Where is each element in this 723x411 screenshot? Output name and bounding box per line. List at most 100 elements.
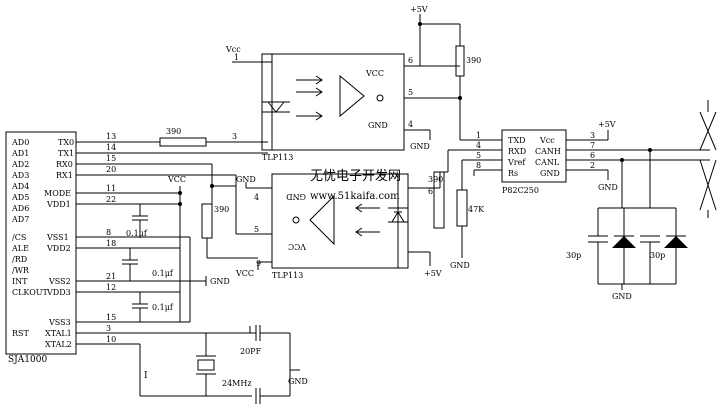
pin-ad1: AD1 (11, 149, 29, 158)
pin-num-rx1: 20 (106, 165, 116, 174)
pin-num-rx0: 15 (106, 154, 116, 163)
cap-01-3: 0.1μf (152, 303, 174, 312)
pin-vdd1: VDD1 (46, 200, 71, 209)
tlp113-top-gnd-label: GND (410, 142, 430, 151)
pca-p5v: +5V (598, 120, 616, 129)
pca-rs: Rs (508, 169, 518, 178)
tlp113-top-pin4: 4 (408, 120, 413, 129)
sja-vcc-label: VCC (167, 175, 186, 184)
pca-rxd: RXD (508, 147, 526, 156)
tlp113-bottom-vcc-label: VCC (235, 269, 254, 278)
tlp113-top-name: TLP113 (262, 153, 293, 162)
tlp113-top-pin1: 1 (234, 53, 239, 62)
tlp113-top-vcc-input: Vcc (225, 45, 241, 54)
pin-ad7: AD7 (11, 215, 29, 224)
tlp113-bottom-p5v: +5V (424, 269, 442, 278)
top-pullup-value: 390 (466, 56, 481, 65)
tlp113-bottom-name: TLP113 (272, 271, 303, 280)
pca-pin2: 2 (590, 161, 595, 170)
pin-num-vss1: 8 (106, 228, 111, 237)
pin-ad0: AD0 (11, 138, 29, 147)
protect-gnd: GND (612, 292, 632, 301)
pin-xtal2: XTAL2 (45, 340, 72, 349)
pca-gnd: GND (540, 169, 560, 178)
cap-20pf: 20PF (240, 347, 262, 356)
pin-clkout: CLKOUT (12, 288, 48, 297)
pin-vss1: VSS1 (46, 233, 69, 242)
pca-gnd-label: GND (598, 183, 618, 192)
tlp113-bottom-pin4: 4 (254, 193, 259, 202)
pin-num-vdd1: 22 (106, 195, 116, 204)
pin-vss3: VSS3 (48, 318, 71, 327)
pca-pin7: 7 (590, 141, 595, 150)
tlp113-top-pin5: 5 (408, 88, 413, 97)
pin-tx1: TX1 (58, 149, 74, 158)
pin-num-xtal1: 3 (106, 324, 111, 333)
pin-num-xtal2: 10 (106, 335, 116, 344)
sja-decoupling: VCC 0.1μf 0.1μf 0.1μf GND (122, 175, 230, 322)
tlp113-bottom-pin6: 6 (428, 187, 433, 196)
cap-30p-left: 30p (566, 251, 581, 260)
pca-pin5: 5 (476, 151, 481, 160)
pin-num-vss2: 21 (106, 272, 116, 281)
tlp113-bottom: TLP113 GND VCC 5 GND 4 9 VCC 6 +5V (235, 173, 442, 280)
pin-vdd2: VDD2 (46, 244, 71, 253)
top-p5v-label: +5V (410, 5, 428, 14)
watermark-cn: 无忧电子开发网 (310, 168, 401, 184)
pin-ad5: AD5 (11, 193, 29, 202)
crystal-freq: 24MHz (222, 379, 252, 388)
pin-ad3: AD3 (11, 171, 29, 180)
sja1000-pin-wires: 13 14 15 20 11 22 8 18 21 12 15 3 10 (76, 132, 268, 345)
rx-resistor-value: 390 (214, 205, 229, 214)
cap-01-2: 0.1μf (152, 269, 174, 278)
pin-num-vdd2: 18 (106, 239, 116, 248)
pca-txd: TXD (508, 136, 525, 145)
pca-pin4: 4 (476, 141, 481, 150)
crystal-network: 20PF GND 24MHz I (139, 325, 308, 404)
pca-vcc: Vcc (539, 136, 555, 145)
tlp113-top-gnd: GND (368, 121, 388, 130)
pin-num-vdd3: 12 (106, 283, 116, 292)
pca-pin3: 3 (590, 131, 595, 140)
pin-vss2: VSS2 (48, 277, 71, 286)
pca-pin6: 6 (590, 151, 595, 160)
r47k-label: 47K (468, 205, 485, 214)
can-protection: 30p 30p GND (566, 150, 688, 301)
pin-num-mode: 11 (106, 184, 116, 193)
tlp113-bottom-vcc: VCC (288, 242, 307, 251)
r47k-gnd: GND (450, 261, 470, 270)
pin-vdd3: VDD3 (46, 288, 71, 297)
pca-canh: CANH (535, 147, 561, 156)
top-supply: +5V 390 (410, 5, 502, 141)
pin-rst: RST (12, 329, 30, 338)
pin-rd: /RD (12, 255, 27, 264)
pin-num-tx1: 14 (106, 143, 116, 152)
tlp-top-pin3: 3 (232, 132, 237, 141)
p82c250-chip: P82C250 TXD RXD Vref Rs Vcc CANH CANL GN… (476, 120, 710, 195)
tlp113-top: TLP113 VCC GND 1 Vcc 6 5 4 GND (225, 45, 460, 162)
tlp113-bottom-gnd-label: GND (236, 175, 256, 184)
pin-rx1: RX1 (56, 171, 73, 180)
rx-390-label: 390 (428, 175, 443, 184)
reset-symbol: I (144, 371, 148, 381)
resistor-tx-390: 390 3 (159, 127, 268, 147)
tlp113-bottom-pin9: 9 (256, 259, 261, 268)
pin-ad4: AD4 (11, 182, 29, 191)
pin-cs: /CS (12, 233, 26, 242)
pin-tx0: TX0 (58, 138, 74, 147)
tlp113-bottom-pin5: 5 (254, 225, 259, 234)
can-bus (620, 100, 717, 218)
watermark: 无忧电子开发网 www.51kaifa.com (310, 168, 401, 202)
pin-wr: /WR (12, 266, 30, 275)
sja-gnd-label: GND (210, 277, 230, 286)
pin-num-tx0: 13 (106, 132, 116, 141)
pin-num-vss3: 15 (106, 313, 116, 322)
pin-xtal1: XTAL1 (45, 329, 72, 338)
pca-pin1: 1 (476, 131, 481, 140)
pca-pin8: 8 (476, 161, 481, 170)
watermark-url: www.51kaifa.com (310, 191, 400, 202)
pin-ale: ALE (11, 244, 29, 253)
pin-ad6: AD6 (11, 204, 29, 213)
tlp113-bottom-gnd: GND (286, 192, 306, 201)
